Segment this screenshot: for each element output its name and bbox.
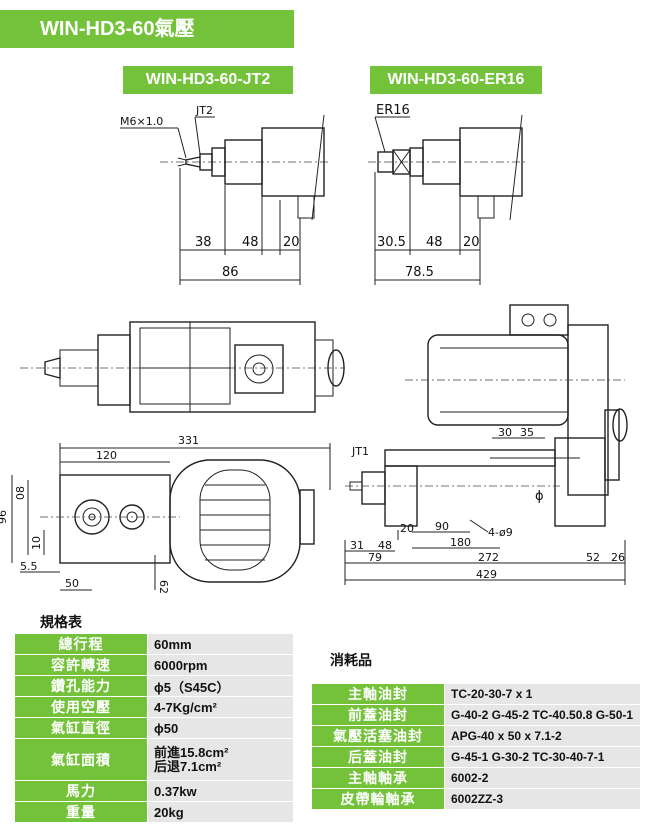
er16-collet-label: ER16 — [376, 103, 410, 118]
jt2-dim-38: 38 — [195, 235, 212, 250]
spec-value: 6000rpm — [147, 654, 294, 676]
top-dim-331: 331 — [178, 434, 199, 447]
top-dim-62: 62 — [157, 580, 170, 594]
drawing-top-view: 331 120 96 08 10 5.5 50 62 — [0, 434, 331, 594]
consumable-value: 6002-2 — [444, 767, 641, 789]
side-taper-label: JT1 — [351, 445, 369, 458]
consumable-value: G-40-2 G-45-2 TC-40.50.8 G-50-1 — [444, 704, 641, 726]
side-dim-31: 31 — [350, 539, 364, 552]
top-dim-08: 08 — [14, 486, 27, 500]
spec-label: 重量 — [14, 801, 148, 823]
spec-value: ϕ50 — [147, 717, 294, 739]
jt2-dim-20: 20 — [283, 235, 300, 250]
top-dim-120: 120 — [96, 449, 117, 462]
consumable-value: G-45-1 G-30-2 TC-30-40-7-1 — [444, 746, 641, 768]
spec-value-line1: 前進15.8cm² — [154, 744, 229, 760]
spec-label: 鑽孔能力 — [14, 675, 148, 697]
side-dim-79: 79 — [368, 551, 382, 564]
jt2-dim-48: 48 — [242, 235, 259, 250]
drawing-side-lower: JT1 ϕ 30 35 20 90 4-ø9 180 31 48 79 272 … — [344, 408, 628, 585]
consumable-value: TC-20-30-7 x 1 — [444, 683, 641, 705]
consumable-value: 6002ZZ-3 — [444, 788, 641, 810]
side-dim-272: 272 — [478, 551, 499, 564]
er16-dim-30-5: 30.5 — [377, 235, 406, 250]
top-dim-96: 96 — [0, 510, 9, 524]
spec-value: 0.37kw — [147, 780, 294, 802]
spec-value-line2: 后退7.1cm² — [154, 758, 222, 774]
spec-value: ϕ5（S45C） — [147, 675, 294, 697]
side-dim-26: 26 — [611, 551, 625, 564]
consumable-value: APG-40 x 50 x 7.1-2 — [444, 725, 641, 747]
jt2-dim-86: 86 — [222, 265, 239, 280]
spec-title: 規格表 — [40, 614, 82, 630]
consumable-label: 氣壓活塞油封 — [311, 725, 445, 747]
top-dim-10: 10 — [30, 536, 43, 550]
consumable-label: 主軸軸承 — [311, 767, 445, 789]
consumables-title: 消耗品 — [330, 652, 372, 668]
consumable-label: 前蓋油封 — [311, 704, 445, 726]
spec-label: 使用空壓 — [14, 696, 148, 718]
page-title: WIN-HD3-60氣壓 — [0, 10, 294, 48]
model-label-jt2: WIN-HD3-60-JT2 — [123, 66, 293, 94]
technical-drawings: M6×1.0 JT2 38 48 20 86 ER16 30.5 48 — [0, 103, 628, 594]
consumable-label: 主軸油封 — [311, 683, 445, 705]
consumable-label: 皮帶輪軸承 — [311, 788, 445, 810]
consumable-label: 后蓋油封 — [311, 746, 445, 768]
spec-label: 總行程 — [14, 633, 148, 655]
side-dim-90: 90 — [435, 520, 449, 533]
side-dim-4-o9: 4-ø9 — [488, 526, 513, 539]
side-dim-429: 429 — [476, 568, 497, 581]
er16-dim-78-5: 78.5 — [405, 265, 434, 280]
drawing-jt2: M6×1.0 JT2 38 48 20 86 — [120, 104, 330, 285]
spec-label: 氣缸直徑 — [14, 717, 148, 739]
side-dim-30: 30 — [498, 426, 512, 439]
spec-value: 60mm — [147, 633, 294, 655]
model-label-er16: WIN-HD3-60-ER16 — [370, 66, 542, 94]
side-dim-20: 20 — [400, 522, 414, 535]
side-phi-symbol: ϕ — [535, 489, 544, 504]
jt2-taper-label: JT2 — [195, 104, 213, 117]
top-dim-50: 50 — [65, 577, 79, 590]
spec-value: 4-7Kg/cm² — [147, 696, 294, 718]
spec-label: 馬力 — [14, 780, 148, 802]
drawing-er16: ER16 30.5 48 20 78.5 — [368, 103, 525, 285]
jt2-thread-label: M6×1.0 — [120, 115, 163, 128]
top-dim-5-5: 5.5 — [20, 560, 38, 573]
drawing-side-upper — [405, 304, 625, 496]
side-dim-52: 52 — [586, 551, 600, 564]
er16-dim-48: 48 — [426, 235, 443, 250]
spec-label: 氣缸面積 — [14, 738, 148, 781]
drawing-front-view — [20, 321, 345, 413]
side-dim-48: 48 — [378, 539, 392, 552]
er16-dim-20: 20 — [463, 235, 480, 250]
side-dim-35: 35 — [520, 426, 534, 439]
spec-value: 20kg — [147, 801, 294, 823]
spec-label: 容許轉速 — [14, 654, 148, 676]
side-dim-180: 180 — [450, 536, 471, 549]
